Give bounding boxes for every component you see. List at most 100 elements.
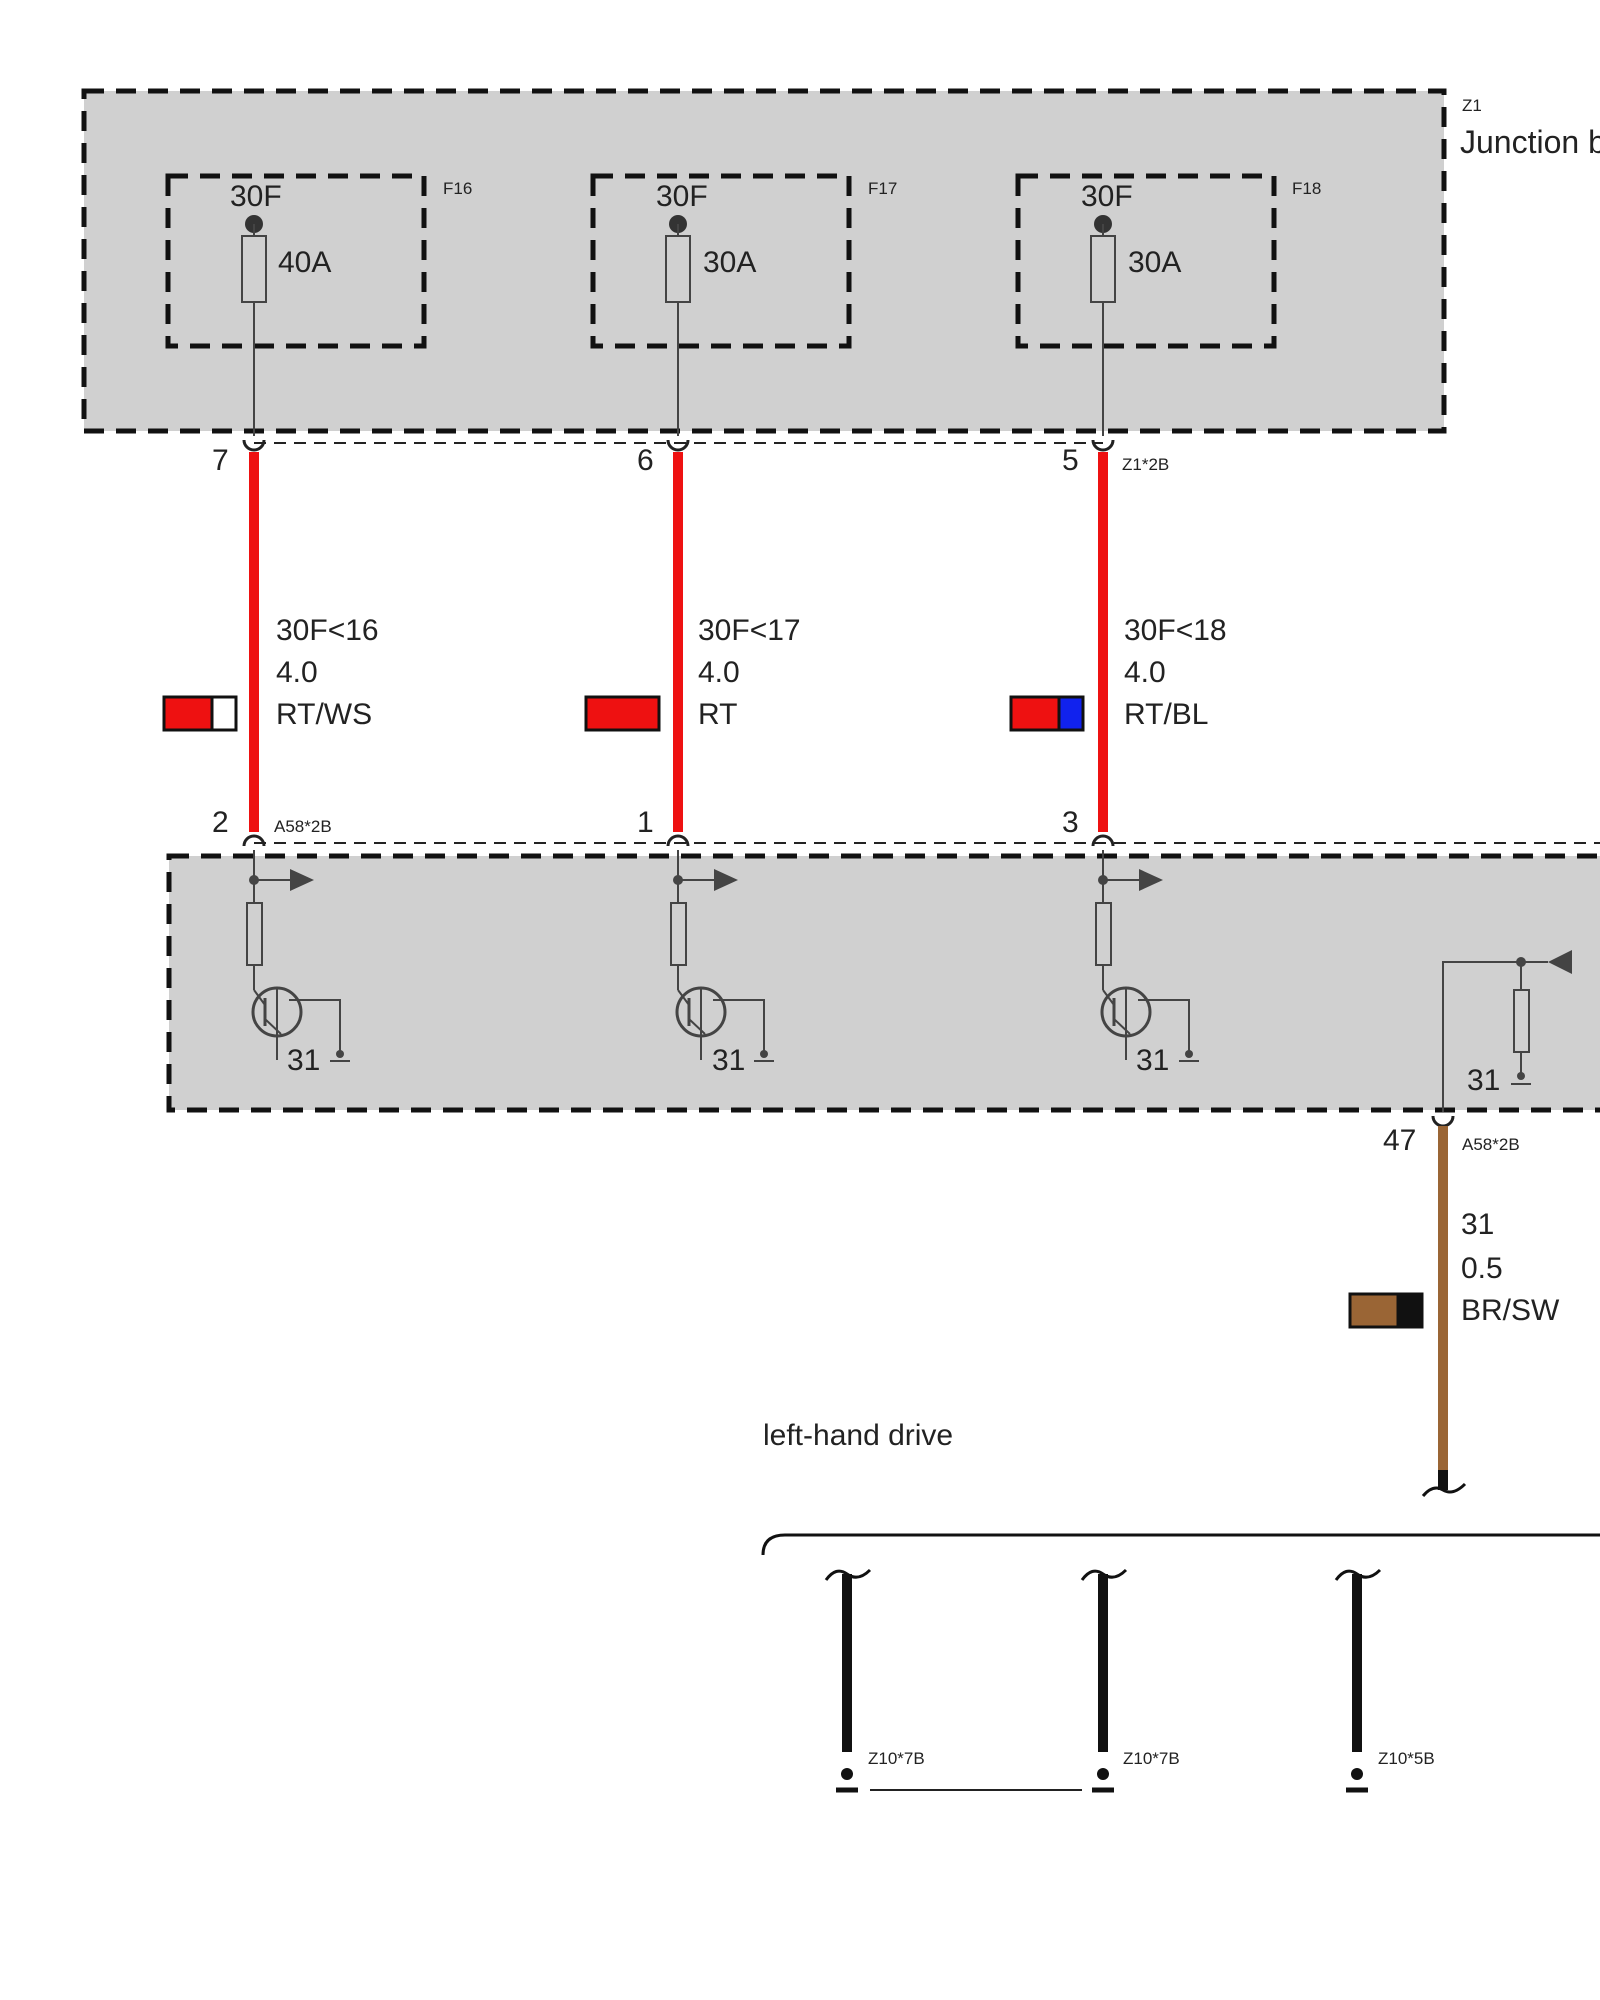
transistor-icon xyxy=(675,986,765,1060)
ground-point-id: Z10*7B xyxy=(1123,1749,1180,1768)
ground-label: 31 xyxy=(287,1044,320,1077)
ground-point-id: Z10*7B xyxy=(868,1749,925,1768)
pin-socket-icon xyxy=(1091,834,1115,847)
transistor-icon xyxy=(251,986,341,1060)
ground-label: 31 xyxy=(712,1044,745,1077)
fuse-f16: F16 30F 40A xyxy=(165,173,472,436)
ground-branch-2: Z10*7B xyxy=(1080,1568,1180,1793)
pin-socket-icon xyxy=(666,834,690,847)
connector-z1-2b: 7 6 5 Z1*2B xyxy=(212,439,1169,477)
connector-id: Z1*2B xyxy=(1122,455,1169,474)
fuse-terminal: 30F xyxy=(656,180,708,213)
wire-circuit: 30F<18 xyxy=(1124,614,1227,647)
fuse-id: F17 xyxy=(868,179,897,198)
pin-number: 47 xyxy=(1383,1124,1416,1157)
pin-number: 3 xyxy=(1062,806,1079,839)
ground-point-icon xyxy=(1097,1768,1109,1780)
junction-box-label: Junction b xyxy=(1460,124,1600,160)
pin-number: 5 xyxy=(1062,444,1079,477)
wire-color-swatch-secondary xyxy=(210,695,238,732)
wire-color-swatch-secondary xyxy=(1057,695,1085,732)
fuse-holder-outline xyxy=(590,173,852,349)
module-outline xyxy=(166,853,1600,1113)
wire-color-code: RT/WS xyxy=(276,698,372,731)
wire-30f17: 30F<17 4.0 RT xyxy=(584,452,801,832)
fuse-f18: F18 30F 30A xyxy=(1015,173,1321,436)
wire-30f16: 30F<16 4.0 RT/WS xyxy=(162,452,379,832)
wire-color-code: RT/BL xyxy=(1124,698,1208,731)
transistor-icon xyxy=(1100,986,1190,1060)
driver-stage-1: 31 xyxy=(246,850,350,1077)
pin-number: 6 xyxy=(637,444,654,477)
wire-ground-31: 31 0.5 BR/SW xyxy=(1348,1126,1560,1497)
wire-circuit: 31 xyxy=(1461,1208,1494,1241)
ground-point-icon xyxy=(841,1768,853,1780)
driver-stage-2: 31 xyxy=(670,850,774,1077)
arrow-right-icon xyxy=(714,869,738,891)
wire-color-swatch-primary xyxy=(162,695,214,732)
ground-icon xyxy=(1179,1050,1199,1062)
connector-id: A58*2B xyxy=(1462,1135,1520,1154)
pin-socket-icon xyxy=(242,439,266,452)
wire-gauge: 0.5 xyxy=(1461,1252,1503,1285)
fuse-rating: 30A xyxy=(703,246,756,279)
ground-point-icon xyxy=(1351,1768,1363,1780)
resistor-icon xyxy=(1095,902,1112,966)
wire-30f18: 30F<18 4.0 RT/BL xyxy=(1009,452,1227,832)
ground-point-id: Z10*5B xyxy=(1378,1749,1435,1768)
junction-box-id: Z1 xyxy=(1462,96,1482,115)
fuse-icon xyxy=(665,235,691,303)
resistor-icon xyxy=(670,902,687,966)
fuse-rating: 30A xyxy=(1128,246,1181,279)
fuse-terminal: 30F xyxy=(230,180,282,213)
wire-circuit: 30F<17 xyxy=(698,614,801,647)
connector-id: A58*2B xyxy=(274,817,332,836)
ground-sense-stage: 31 xyxy=(1442,950,1572,1112)
pin-socket-icon xyxy=(242,834,266,847)
pin-socket-icon xyxy=(666,439,690,452)
wire-color-code: BR/SW xyxy=(1461,1294,1560,1327)
wire-color-swatch-primary xyxy=(1348,1292,1400,1329)
pin-socket-icon xyxy=(1431,1115,1455,1128)
arrow-left-icon xyxy=(1548,950,1572,974)
ground-icon xyxy=(330,1050,350,1062)
arrow-right-icon xyxy=(290,869,314,891)
wire-gauge: 4.0 xyxy=(1124,656,1166,689)
fuse-id: F18 xyxy=(1292,179,1321,198)
wire-color-swatch-primary xyxy=(584,695,661,732)
fuse-holder-outline xyxy=(1015,173,1277,349)
resistor-icon xyxy=(1513,989,1530,1053)
ground-branch-1: Z10*7B xyxy=(824,1568,925,1793)
fuse-icon xyxy=(241,235,267,303)
junction-box: Z1 Junction b F16 30F 40A F17 30F 30A F1… xyxy=(81,88,1600,436)
variant-label: left-hand drive xyxy=(763,1419,953,1452)
wire-color-swatch-secondary xyxy=(1396,1292,1424,1329)
pin-number: 2 xyxy=(212,806,229,839)
ground-icon xyxy=(1511,1072,1531,1085)
ground-icon xyxy=(754,1050,774,1062)
junction-box-outline xyxy=(81,88,1447,434)
fuse-rating: 40A xyxy=(278,246,331,279)
wire-circuit: 30F<16 xyxy=(276,614,379,647)
wire-color-code: RT xyxy=(698,698,737,731)
pin-number: 7 xyxy=(212,444,229,477)
wire-color-swatch-primary xyxy=(1009,695,1061,732)
fuse-terminal: 30F xyxy=(1081,180,1133,213)
resistor-icon xyxy=(246,902,263,966)
wire-break-icon xyxy=(1421,1482,1467,1497)
ground-label: 31 xyxy=(1467,1064,1500,1097)
wire-gauge: 4.0 xyxy=(698,656,740,689)
ground-branch-3: Z10*5B xyxy=(1334,1568,1435,1793)
wire-gauge: 4.0 xyxy=(276,656,318,689)
ground-label: 31 xyxy=(1136,1044,1169,1077)
fuse-f17: F17 30F 30A xyxy=(590,173,897,436)
lead-line xyxy=(1442,961,1548,1112)
control-module: 2 1 3 A58*2B 31 xyxy=(166,806,1600,1113)
fuse-holder-outline xyxy=(165,173,427,349)
variant-bracket xyxy=(761,1533,1600,1556)
pin-socket-icon xyxy=(1091,439,1115,452)
fuse-icon xyxy=(1090,235,1116,303)
fuse-id: F16 xyxy=(443,179,472,198)
arrow-right-icon xyxy=(1139,869,1163,891)
